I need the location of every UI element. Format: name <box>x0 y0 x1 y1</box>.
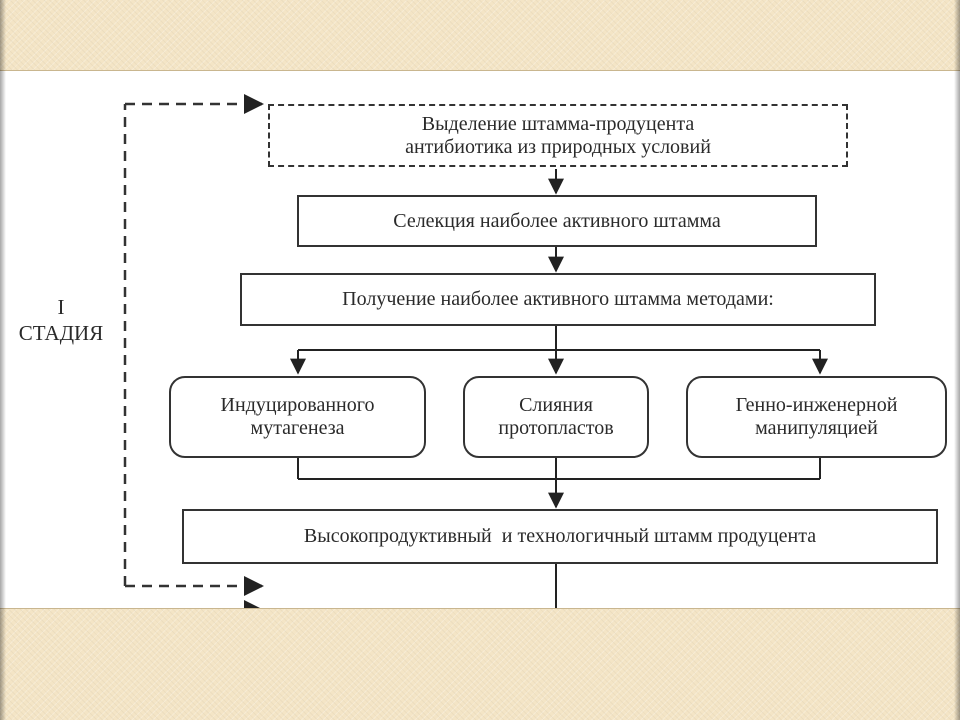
flow-arrows <box>290 169 828 608</box>
stage-label-line1: I <box>57 295 65 319</box>
methods-text: Получение наиболее активного штамма мето… <box>342 288 774 310</box>
genetic-engineering-box: Генно-инженерной манипуляцией <box>686 376 947 458</box>
feedback-loop <box>123 94 264 608</box>
methods-box: Получение наиболее активного штамма мето… <box>240 273 876 326</box>
induced-mutagenesis-box: Индуцированного мутагенеза <box>169 376 426 458</box>
genetic-line1: Генно-инженерной <box>735 394 898 416</box>
right-edge-shadow <box>954 0 960 720</box>
isolation-line2: антибиотика из природных условий <box>405 135 711 158</box>
induced-line2: мутагенеза <box>250 417 345 439</box>
isolation-line1: Выделение штамма-продуцента <box>421 112 695 135</box>
bottom-decorative-band <box>0 609 960 720</box>
top-decorative-band <box>0 0 960 70</box>
result-strain-box: Высокопродуктивный и технологичный штамм… <box>182 509 938 564</box>
stage-label: I СТАДИЯ <box>2 294 120 347</box>
connector-layer <box>123 94 828 608</box>
isolation-box: Выделение штамма-продуцента антибиотика … <box>268 104 848 167</box>
selection-box: Селекция наиболее активного штамма <box>297 195 817 247</box>
genetic-line2: манипуляцией <box>755 417 878 439</box>
result-text: Высокопродуктивный и технологичный штамм… <box>303 525 817 547</box>
induced-line1: Индуцированного <box>220 394 375 416</box>
fusion-line2: протопластов <box>498 417 614 439</box>
selection-text: Селекция наиболее активного штамма <box>393 209 721 232</box>
left-edge-shadow <box>0 0 6 720</box>
stage-label-line2: СТАДИЯ <box>18 321 104 346</box>
diagram-panel: I СТАДИЯ Выделение штамма-продуцента ант… <box>0 70 960 609</box>
protoplast-fusion-box: Слияния протопластов <box>463 376 649 458</box>
fusion-line1: Слияния <box>519 394 593 416</box>
